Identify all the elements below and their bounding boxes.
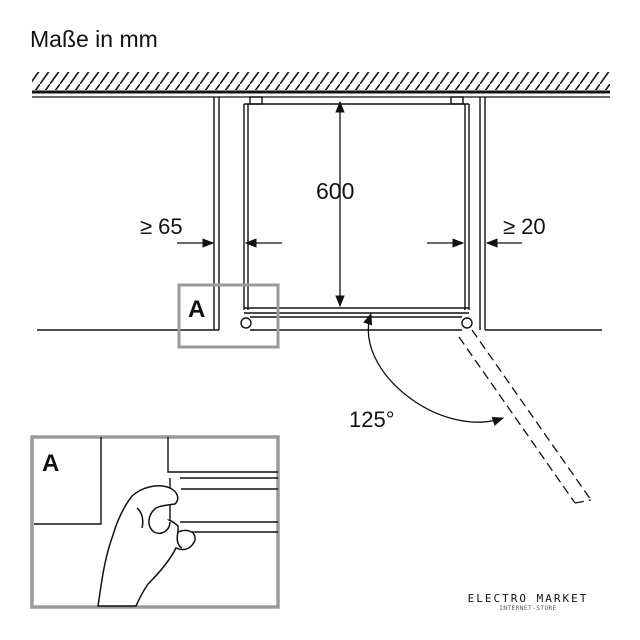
detail-a-marker-box [177, 283, 280, 349]
left-cabinet-side [213, 97, 220, 330]
appliance-body [243, 96, 470, 314]
hand-icon [97, 485, 196, 607]
ceiling-hatch [32, 72, 610, 90]
door-open-dashed [458, 329, 592, 504]
angle-label: 125° [349, 407, 395, 432]
left-gap-label: ≥ 65 [140, 214, 183, 239]
logo-name: ELECTRO MARKET [467, 592, 589, 605]
electro-market-logo: ELECTRO MARKET INTERNET-STORE [453, 592, 603, 612]
right-gap-label: ≥ 20 [503, 214, 546, 239]
detail-a-inset-label: A [42, 450, 60, 477]
angle-arc [363, 312, 505, 426]
height-label: 600 [316, 178, 355, 204]
detail-a-inset [30, 435, 280, 609]
logo-tagline: INTERNET-STORE [499, 605, 557, 612]
detail-a-marker-label: A [188, 296, 206, 323]
page-title: Maße in mm [30, 26, 158, 52]
door-closed [240, 316, 473, 331]
right-cabinet-side [479, 97, 486, 330]
